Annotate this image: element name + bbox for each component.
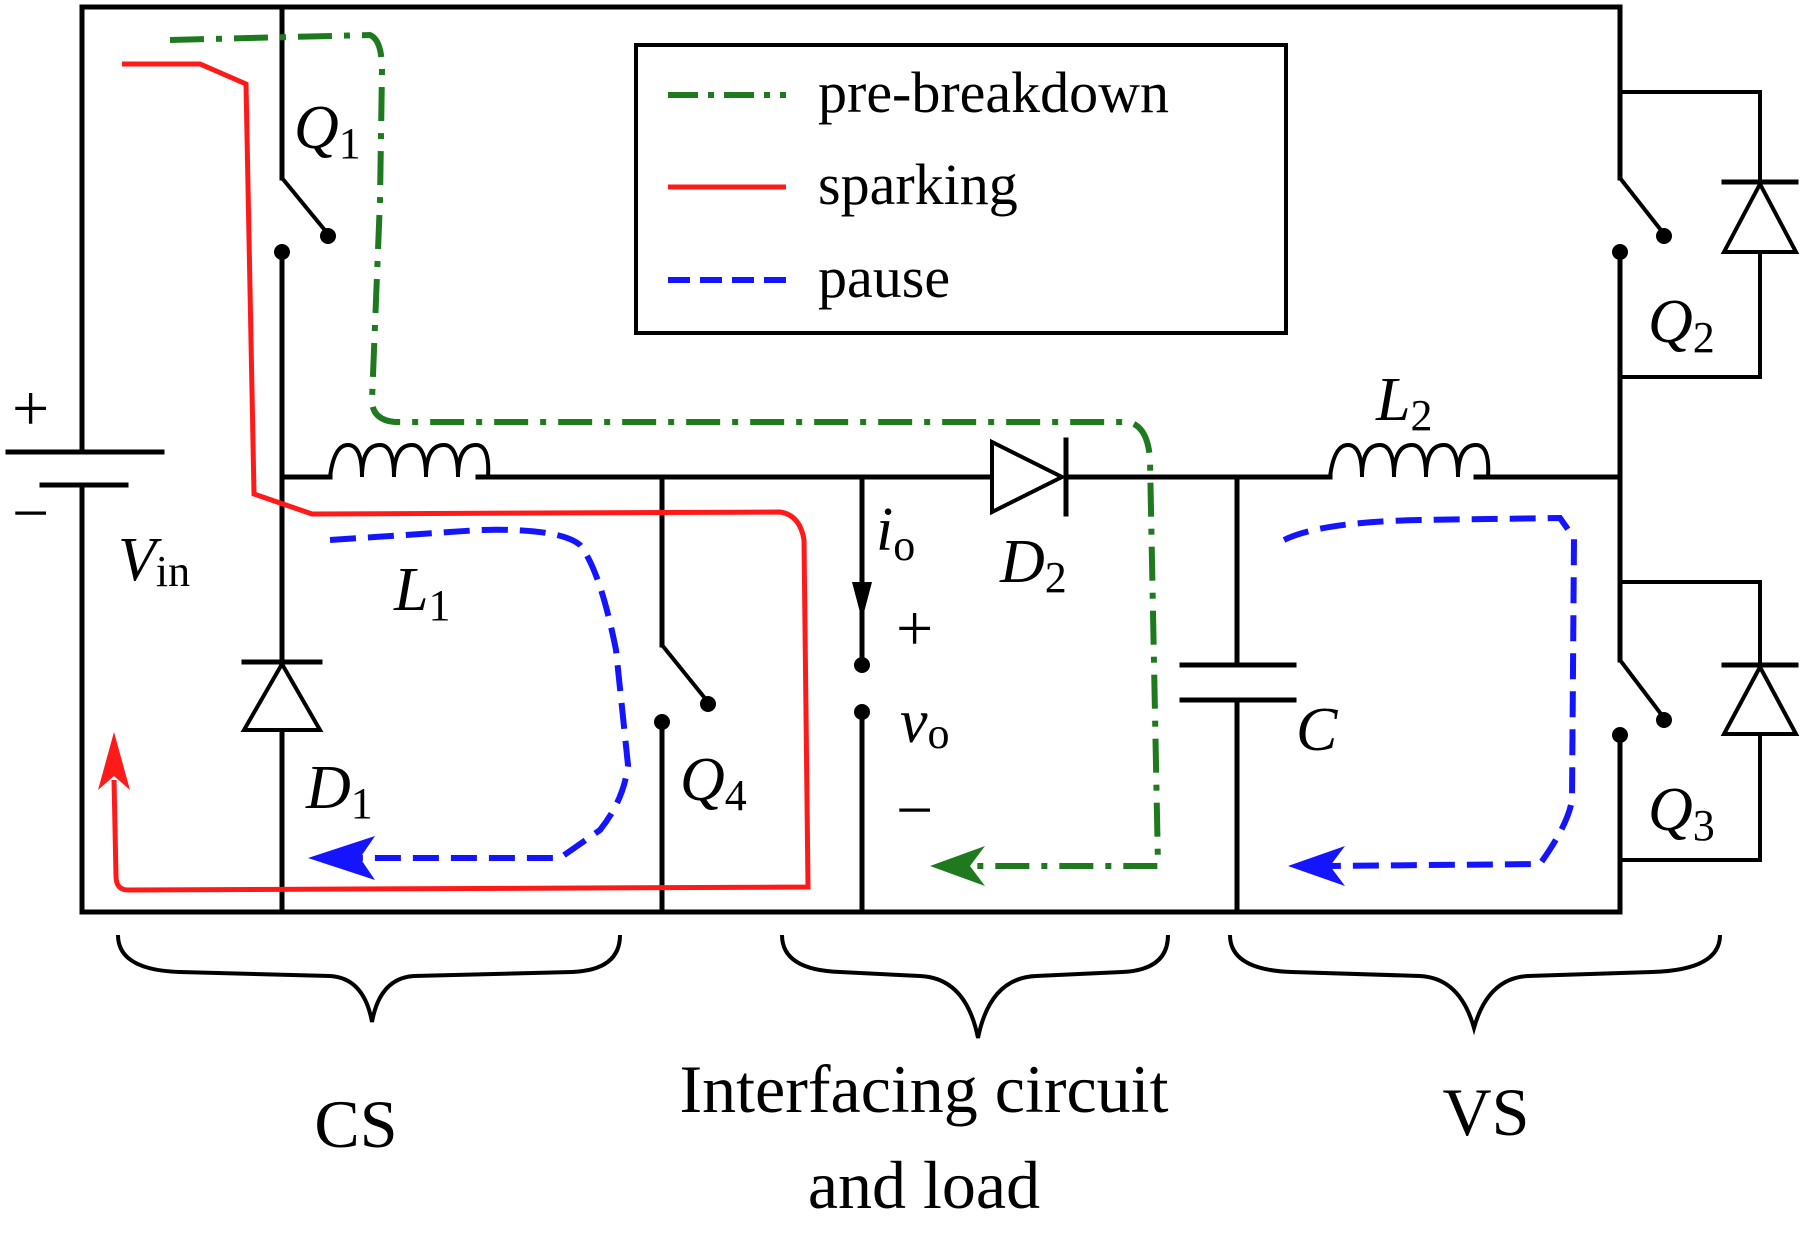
vin-label: Vin xyxy=(118,526,190,596)
path-pause-cs xyxy=(308,526,632,880)
brace-interface: Interfacing circuit and load xyxy=(680,934,1170,1223)
switch-q1: Q1 xyxy=(274,94,361,260)
legend-label-sparking: sparking xyxy=(818,152,1018,217)
vo-label: vo xyxy=(900,688,950,758)
pre-breakdown-arrowhead xyxy=(930,846,985,886)
load-terminals: io + vo − xyxy=(852,496,950,847)
legend: pre-breakdown sparking pause xyxy=(634,43,1288,335)
q1-label: Q1 xyxy=(294,94,361,168)
path-sparking xyxy=(98,61,811,893)
l2-label: L2 xyxy=(1375,366,1432,440)
io-arrow xyxy=(852,582,872,620)
brace-vs: VS xyxy=(1228,934,1722,1150)
sparking-arrowhead xyxy=(98,732,130,790)
q4-label: Q4 xyxy=(680,746,747,820)
d2-label: D2 xyxy=(999,528,1067,602)
switch-q3: Q3 xyxy=(1612,658,1715,850)
switch-q4: Q4 xyxy=(654,643,747,820)
io-label: io xyxy=(876,496,915,570)
path-pre-breakdown xyxy=(169,31,1162,886)
switch-q2: Q2 xyxy=(1612,176,1715,362)
diode-q3-antiparallel xyxy=(1720,662,1800,736)
section-interface-label-line2: and load xyxy=(808,1147,1040,1223)
inductor-l1: L1 xyxy=(328,442,491,630)
dc-source-vin: + − Vin xyxy=(5,372,190,596)
section-cs-label: CS xyxy=(314,1086,397,1162)
legend-label-pause: pause xyxy=(818,245,950,310)
path-pause-vs xyxy=(1282,514,1578,886)
l1-label: L1 xyxy=(393,556,450,630)
pause-vs-arrowhead xyxy=(1288,846,1345,886)
diode-q2-antiparallel xyxy=(1720,179,1800,254)
source-plus-sign: + xyxy=(12,372,49,445)
source-minus-sign: − xyxy=(12,477,49,550)
diode-d2: D2 xyxy=(990,437,1069,602)
q3-label: Q3 xyxy=(1648,776,1715,850)
brace-cs: CS xyxy=(116,934,622,1162)
vo-plus-sign: + xyxy=(896,592,933,665)
c-label: C xyxy=(1296,696,1338,764)
pause-cs-arrowhead xyxy=(308,836,375,880)
section-interface-label-line1: Interfacing circuit xyxy=(680,1051,1169,1127)
legend-label-pre-breakdown: pre-breakdown xyxy=(818,60,1169,125)
section-vs-label: VS xyxy=(1443,1074,1530,1150)
capacitor-c: C xyxy=(1179,662,1338,764)
diode-d1: D1 xyxy=(240,659,373,828)
circuit-wiring xyxy=(79,4,1762,915)
q2-label: Q2 xyxy=(1648,288,1715,362)
vo-minus-sign: − xyxy=(896,774,933,847)
d1-label: D1 xyxy=(305,754,373,828)
inductor-l2: L2 xyxy=(1328,366,1491,478)
